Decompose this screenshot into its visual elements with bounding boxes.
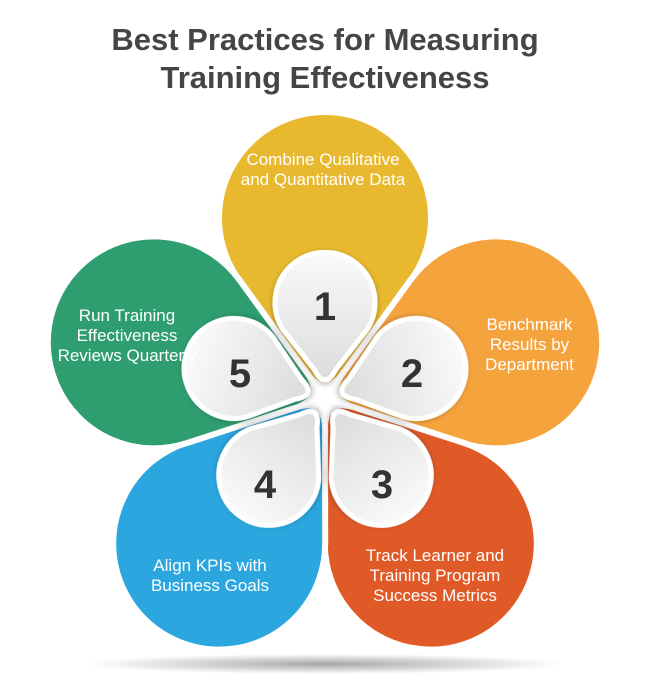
ground-shadow [85,654,565,674]
inner-petal-4 [216,409,322,528]
petal-4-number: 4 [253,463,277,507]
petal-5-number: 5 [228,352,252,396]
petal-2-number: 2 [400,352,424,396]
petal-1-label: Combine Qualitative and Quantitative Dat… [240,150,406,189]
title-line-2: Training Effectiveness [160,60,490,95]
inner-petal-2 [339,315,469,421]
petal-3-label: Track Learner and Training Program Succe… [365,546,505,605]
title-line-1: Best Practices for Measuring [111,22,539,57]
petal-2-label: Benchmark Results by Department [485,315,574,374]
petal-1-number: 1 [313,285,337,329]
petal-3-number: 3 [370,463,394,507]
inner-petal-1 [272,249,378,383]
petal-4-label: Align KPIs with Business Goals [150,556,270,595]
petal-5-label: Run Training Effectiveness Reviews Quart… [57,306,197,365]
inner-petal-3 [328,409,434,528]
inner-petal-5 [181,315,311,421]
